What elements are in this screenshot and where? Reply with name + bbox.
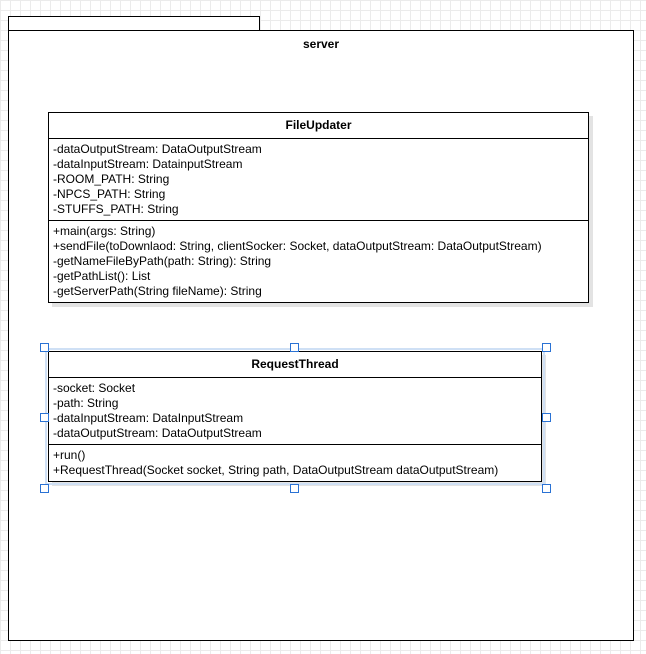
- method: +RequestThread(Socket socket, String pat…: [53, 463, 499, 477]
- attribute: -ROOM_PATH: String: [53, 172, 170, 186]
- attribute: -dataInputStream: DatainputStream: [53, 157, 243, 171]
- attributes-section: -socket: Socket -path: String -dataInput…: [49, 378, 541, 444]
- resize-handle-bottom-right[interactable]: [542, 484, 551, 493]
- attribute: -dataOutputStream: DataOutputStream: [53, 142, 262, 156]
- method: -getServerPath(String fileName): String: [53, 284, 262, 298]
- methods-section: +main(args: String) +sendFile(toDownlaod…: [49, 220, 588, 302]
- resize-handle-bottom[interactable]: [290, 484, 299, 493]
- class-name: RequestThread: [49, 352, 541, 378]
- method: -getPathList(): List: [53, 269, 151, 283]
- class-name: FileUpdater: [49, 113, 588, 139]
- attribute: -dataInputStream: DataInputStream: [53, 411, 244, 425]
- package-tab[interactable]: [8, 16, 260, 31]
- package-title: server: [302, 37, 340, 51]
- attribute: -STUFFS_PATH: String: [53, 202, 179, 216]
- methods-section: +run() +RequestThread(Socket socket, Str…: [49, 444, 541, 481]
- class-request-thread[interactable]: RequestThread -socket: Socket -path: Str…: [45, 348, 545, 485]
- method: -getNameFileByPath(path: String): String: [53, 254, 272, 268]
- attribute: -socket: Socket: [53, 381, 136, 395]
- class-file-updater[interactable]: FileUpdater -dataOutputStream: DataOutpu…: [48, 112, 589, 303]
- resize-handle-left[interactable]: [40, 413, 49, 422]
- attribute: -NPCS_PATH: String: [53, 187, 166, 201]
- resize-handle-bottom-left[interactable]: [40, 484, 49, 493]
- resize-handle-top-right[interactable]: [542, 343, 551, 352]
- method: +run(): [53, 448, 86, 462]
- resize-handle-top[interactable]: [290, 343, 299, 352]
- attribute: -dataOutputStream: DataOutputStream: [53, 426, 262, 440]
- resize-handle-top-left[interactable]: [40, 343, 49, 352]
- attributes-section: -dataOutputStream: DataOutputStream -dat…: [49, 139, 588, 220]
- method: +main(args: String): [53, 224, 156, 238]
- method: +sendFile(toDownlaod: String, clientSock…: [53, 239, 542, 253]
- attribute: -path: String: [53, 396, 119, 410]
- resize-handle-right[interactable]: [542, 413, 551, 422]
